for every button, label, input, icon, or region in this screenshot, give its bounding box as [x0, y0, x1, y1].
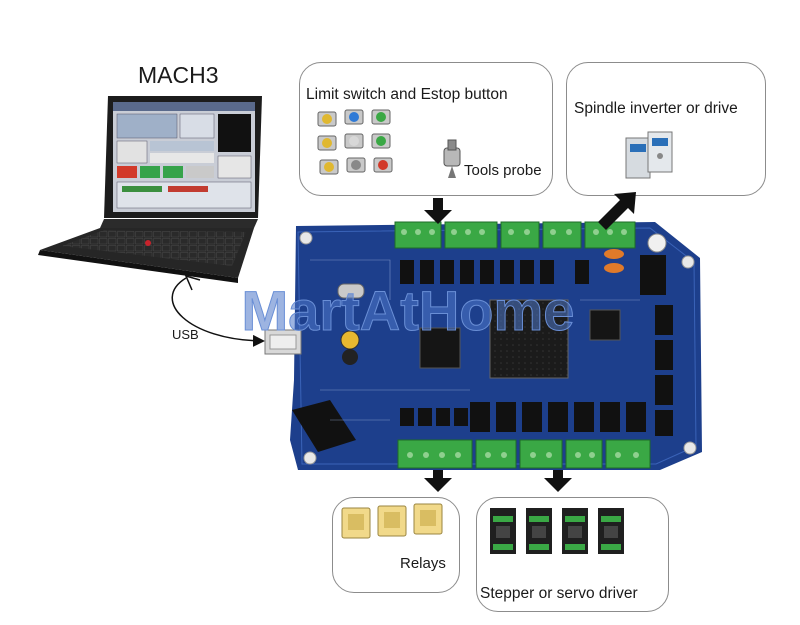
mach3-label: MACH3 — [138, 62, 219, 88]
usb-label: USB — [172, 327, 199, 342]
stepper-label: Stepper or servo driver — [480, 585, 638, 602]
laptop-icon — [38, 96, 262, 283]
spindle-box — [566, 62, 766, 196]
arrow-board-to-drivers — [544, 470, 572, 492]
arrow-board-to-spindle — [598, 192, 636, 230]
arrow-limit-to-board — [424, 198, 452, 224]
switch-buttons-icon — [317, 109, 393, 175]
limit-switch-box — [299, 62, 553, 196]
spindle-label: Spindle inverter or drive — [574, 100, 738, 117]
controller-board-icon — [264, 221, 702, 470]
tools-probe-icon — [443, 139, 461, 178]
usb-connection-arrow — [171, 277, 265, 347]
relays-label: Relays — [400, 555, 446, 572]
watermark-text: MartAtHome — [242, 279, 575, 342]
relay-icon — [341, 503, 443, 539]
inverter-icon — [625, 131, 673, 179]
stepper-driver-icon — [490, 508, 624, 554]
limit-switch-label: Limit switch and Estop button — [306, 86, 508, 103]
arrow-board-to-relays — [424, 470, 452, 492]
tools-probe-label: Tools probe — [464, 162, 542, 179]
